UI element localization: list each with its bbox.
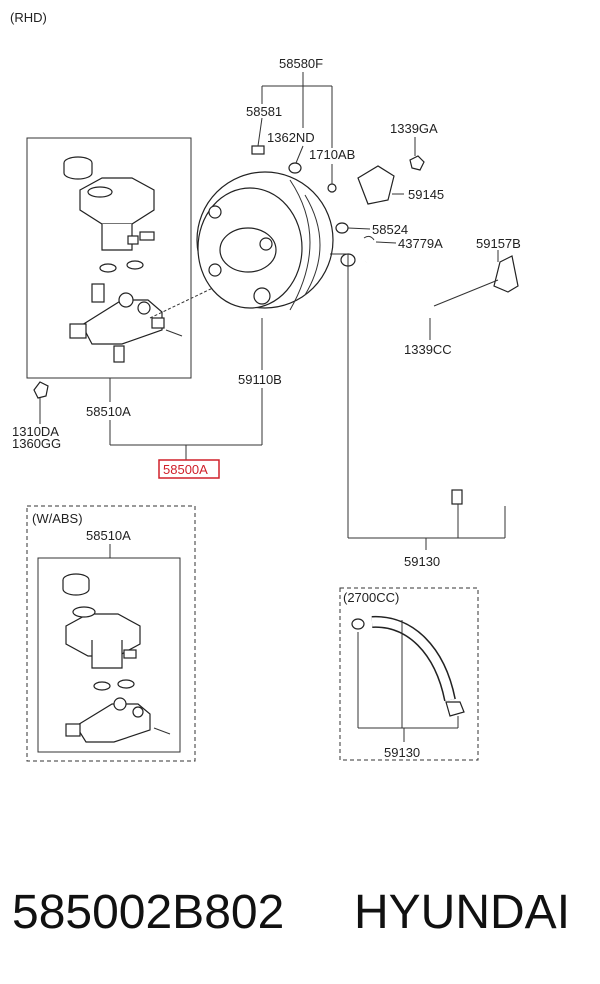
vacuum-hose-drawing [365, 260, 554, 501]
callout-58580F: 58580F [279, 56, 323, 71]
callout-59157B: 59157B [476, 236, 521, 251]
footer-part-number: 585002B802 [12, 886, 284, 939]
master-cylinder-drawing [63, 156, 183, 363]
abs-master-cylinder-box [37, 557, 181, 753]
abs-variant-box [26, 505, 196, 762]
highlight-box [158, 459, 220, 479]
abs-variant-title: (W/ABS) [32, 511, 83, 526]
abs-variant-part: 58510A [86, 528, 131, 543]
brake-booster-drawing [196, 171, 334, 311]
callout-59145: 59145 [408, 187, 444, 202]
callout-58510A: 58510A [86, 404, 131, 419]
leader-lines [39, 72, 506, 550]
variant-label: (RHD) [10, 10, 47, 25]
callout-58581: 58581 [246, 104, 282, 119]
callout-59110B: 59110B [238, 372, 282, 387]
callout-1310DA: 1310DA [12, 424, 59, 439]
abs-master-cylinder-drawing [62, 573, 171, 743]
callout-1339CC: 1339CC [404, 342, 452, 357]
cc-variant-box [339, 587, 479, 761]
callout-1362ND: 1362ND [267, 130, 315, 145]
booster-hardware-drawing [251, 145, 519, 316]
master-cylinder-box [26, 137, 192, 379]
cc-variant-title: (2700CC) [343, 590, 399, 605]
callout-1339GA: 1339GA [390, 121, 438, 136]
callout-1710AB: 1710AB [309, 147, 355, 162]
callout-1360GG: 1360GG [12, 436, 61, 451]
hose-clamp-drawing [451, 489, 463, 505]
callout-58500A[interactable]: 58500A [163, 462, 208, 477]
callout-43779A: 43779A [398, 236, 443, 251]
cc-hose-drawing [351, 615, 465, 717]
callout-58524: 58524 [372, 222, 408, 237]
footer-brand: HYUNDAI [354, 886, 570, 939]
cc-variant-part: 59130 [384, 745, 420, 760]
callout-59130: 59130 [404, 554, 440, 569]
nut-drawing [33, 381, 49, 399]
